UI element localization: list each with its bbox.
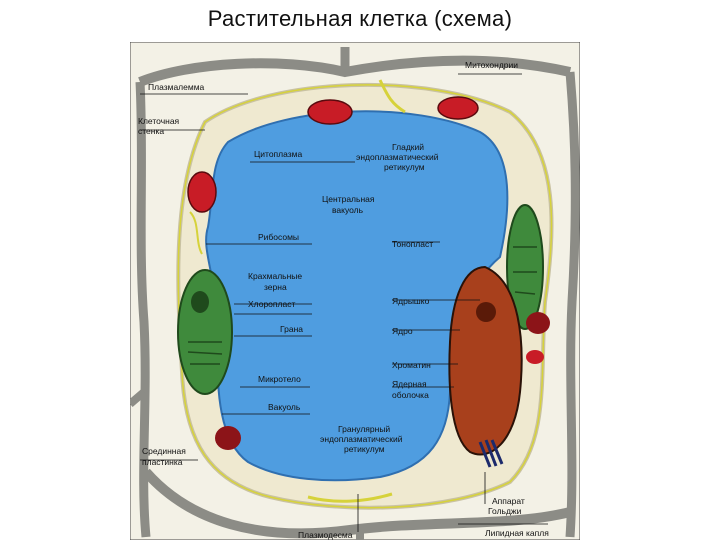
golgi-apparatus [478, 439, 504, 468]
chloroplast-left [177, 269, 233, 395]
label-nuclear-envelope-2: оболочка [392, 390, 429, 400]
label-nucleus: Ядро [392, 326, 413, 336]
plasmalemma-membrane [177, 84, 553, 509]
label-tonoplast: Тонопласт [392, 239, 433, 249]
label-starch-2: зерна [264, 282, 287, 292]
label-ribosomes: Рибосомы [258, 232, 299, 242]
label-nucleolus: Ядрышко [392, 296, 430, 306]
label-smooth-er-3: ретикулум [384, 162, 425, 172]
label-central-vacuole-1: Центральная [322, 194, 375, 204]
label-microbody: Микротело [258, 374, 301, 384]
chloroplast-right [506, 204, 544, 330]
mitochondria [187, 96, 550, 450]
label-cell-wall-1: Клеточная [138, 116, 180, 126]
page-title: Растительная клетка (схема) [207, 6, 513, 31]
cell-wall [130, 47, 580, 540]
label-golgi-1: Аппарат [492, 496, 525, 506]
plant-cell-diagram: Плазмалемма Клеточная стенка Цитоплазма … [130, 42, 580, 540]
endoplasmic-reticulum [189, 79, 406, 503]
label-rough-er-3: ретикулум [344, 444, 385, 454]
label-grana: Грана [280, 324, 303, 334]
label-middle-lamella-1: Срединная [142, 446, 186, 456]
label-cell-wall-2: стенка [138, 126, 164, 136]
label-mitochondria: Митохондрии [465, 60, 518, 70]
label-rough-er-1: Гранулярный [338, 424, 390, 434]
label-smooth-er-1: Гладкий [392, 142, 424, 152]
leader-lines [140, 73, 548, 532]
label-plasmodesma: Плазмодесма [298, 530, 353, 540]
label-smooth-er-2: эндоплазматический [356, 152, 439, 162]
label-cytoplasm: Цитоплазма [254, 149, 302, 159]
label-middle-lamella-2: пластинка [142, 457, 183, 467]
label-chloroplast: Хлоропласт [248, 299, 295, 309]
label-starch-1: Крахмальные [248, 271, 302, 281]
label-chromatin: Хроматин [392, 360, 431, 370]
nucleus [448, 265, 523, 456]
label-central-vacuole-2: вакуоль [332, 205, 364, 215]
label-vacuole: Вакуоль [268, 402, 301, 412]
label-nuclear-envelope-1: Ядерная [392, 379, 427, 389]
label-plasmalemma: Плазмалемма [148, 82, 205, 92]
label-rough-er-2: эндоплазматический [320, 434, 403, 444]
label-golgi-2: Гольджи [488, 506, 522, 516]
label-lipid-droplet: Липидная капля [485, 528, 549, 538]
